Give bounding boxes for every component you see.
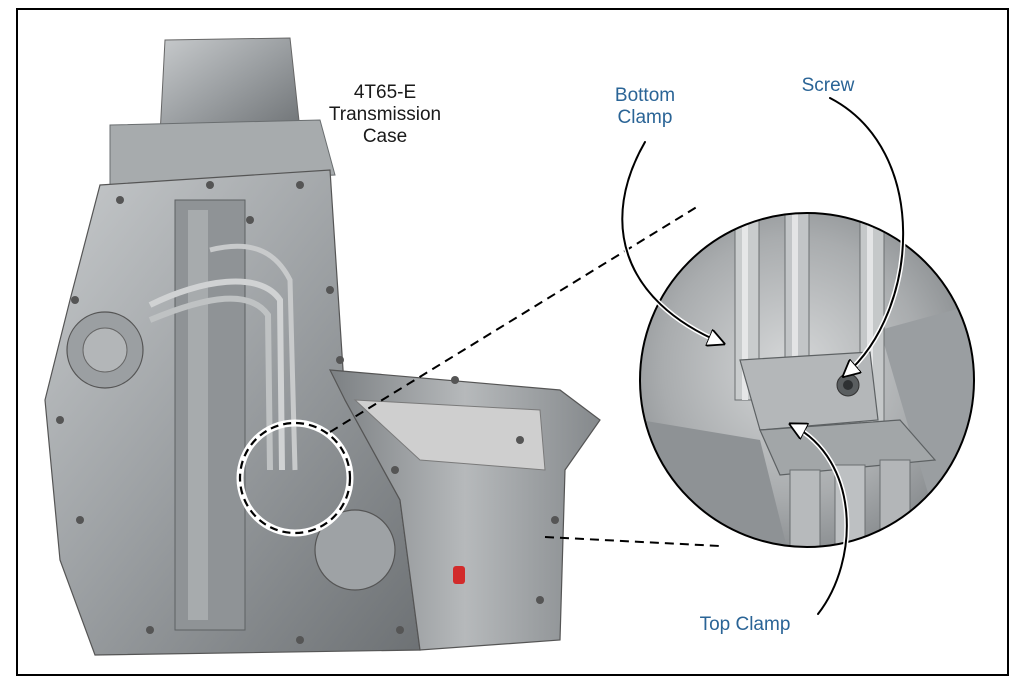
- case-pan-cavity: [353, 399, 546, 471]
- case-center-column: [174, 199, 246, 631]
- screw-label: Screw: [801, 75, 855, 96]
- zoom-connector-bottom: [544, 536, 721, 547]
- red-plug: [453, 566, 465, 584]
- callout-arrows: [619, 95, 906, 617]
- zoom-connector-top: [329, 204, 701, 433]
- top-clamp-label: Top Clamp: [699, 614, 791, 635]
- case-pipe-2: [148, 295, 273, 471]
- screw-arrow: [829, 97, 905, 375]
- bottom-clamp-label: Bottom Clamp: [614, 85, 676, 128]
- case-bolts: [56, 181, 559, 644]
- case-pipe-3: [209, 243, 298, 471]
- case-lower-cover: [314, 509, 396, 591]
- zoom-detail: [640, 213, 974, 547]
- case-top-boss: [159, 37, 301, 136]
- case-title-label: 4T65-E Transmission Case: [328, 82, 442, 147]
- case-pipe-1: [148, 278, 285, 471]
- top-clamp-arrow: [792, 425, 848, 615]
- case-flange: [109, 119, 336, 186]
- bottom-clamp-arrow: [621, 141, 722, 343]
- transmission-case-photo: [44, 37, 601, 656]
